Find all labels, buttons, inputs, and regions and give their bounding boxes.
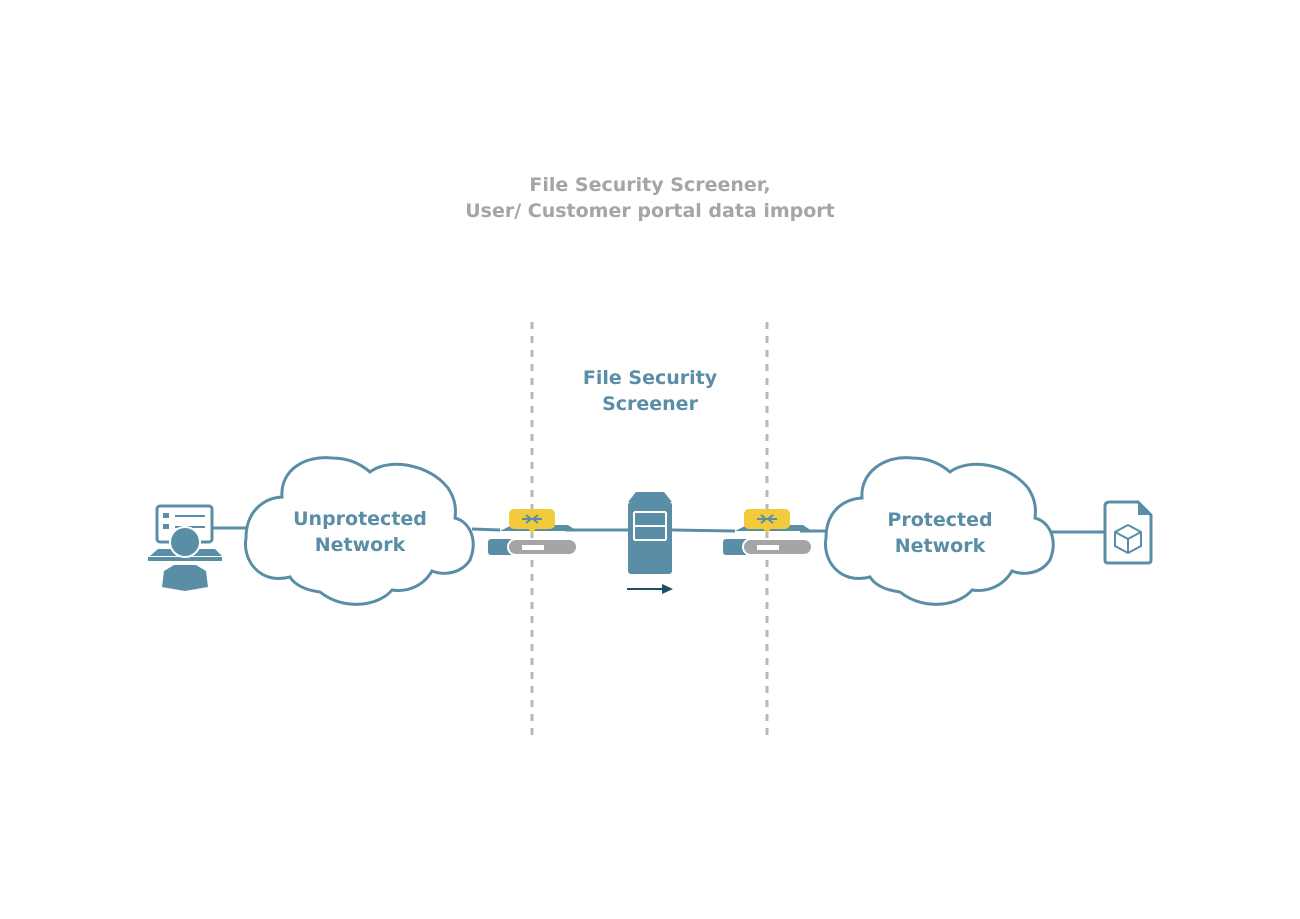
protected-network-label-line2: Network [894, 535, 986, 557]
server-icon [628, 492, 672, 574]
screener-label: File Security Screener [530, 365, 770, 417]
screener-label-line1: File Security [582, 367, 718, 389]
unprotected-network-label: Unprotected Network [260, 506, 460, 558]
user-at-computer-icon [148, 504, 222, 591]
diagram-title-line2: User/ Customer portal data import [465, 200, 835, 222]
protected-network-label: Protected Network [840, 507, 1040, 559]
file-package-icon [1103, 500, 1153, 565]
firewall-icon [488, 509, 578, 556]
diagram-title-line1: File Security Screener, [529, 174, 771, 196]
unprotected-network-label-line2: Network [314, 534, 406, 556]
unprotected-cloud-shape [243, 456, 475, 606]
protected-network-label-line1: Protected [887, 509, 993, 531]
diagram-title: File Security Screener, User/ Customer p… [0, 172, 1300, 224]
unprotected-network-label-line1: Unprotected [293, 508, 427, 530]
screener-label-line2: Screener [602, 393, 698, 415]
protected-cloud-shape [823, 456, 1055, 606]
flow-arrow [627, 584, 673, 594]
firewall-icon [723, 509, 813, 556]
